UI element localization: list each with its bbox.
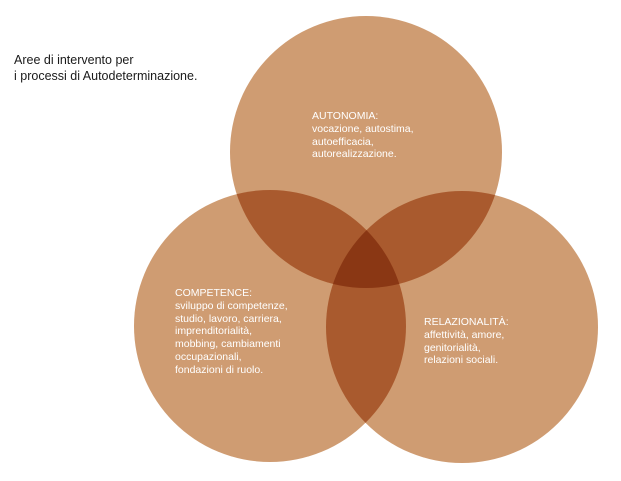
autonomia-line: autorealizzazione.	[312, 148, 397, 161]
competence-line: fondazioni di ruolo.	[175, 363, 264, 376]
label-competence: COMPETENCE: sviluppo di competenze, stud…	[175, 287, 288, 377]
competence-line: imprenditorialità,	[175, 325, 253, 338]
label-relazionalita: RELAZIONALITÀ: affettività, amore, genit…	[424, 316, 509, 367]
relazionalita-line: genitorialità,	[424, 341, 481, 354]
competence-line: mobbing, cambiamenti	[175, 338, 281, 351]
competence-line: studio, lavoro, carriera,	[175, 312, 282, 325]
autonomia-title: AUTONOMIA:	[312, 110, 379, 122]
competence-title: COMPETENCE:	[175, 287, 253, 299]
label-autonomia: AUTONOMIA: vocazione, autostima, autoeff…	[312, 110, 414, 161]
relazionalita-line: relazioni sociali.	[424, 354, 499, 367]
caption-line-1: Aree di intervento per	[14, 53, 134, 67]
relazionalita-title: RELAZIONALITÀ:	[424, 316, 509, 328]
competence-line: occupazionali,	[175, 350, 242, 363]
caption-line-2: i processi di Autodeterminazione.	[14, 69, 198, 83]
autonomia-line: autoefficacia,	[312, 135, 374, 148]
diagram-caption: Aree di intervento per i processi di Aut…	[14, 52, 197, 84]
overlap-autonomia-competence	[230, 190, 406, 288]
competence-line: sviluppo di competenze,	[175, 299, 288, 312]
relazionalita-line: affettività, amore,	[424, 328, 505, 341]
autonomia-line: vocazione, autostima,	[312, 122, 414, 135]
overlap-autonomia-relazionalita	[326, 191, 502, 288]
